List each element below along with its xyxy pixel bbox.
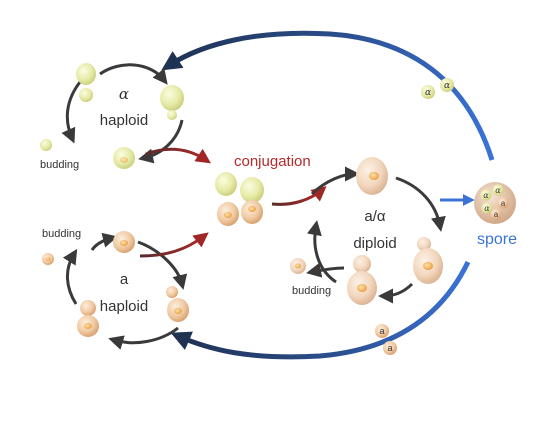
diploid-budding-label: budding	[292, 285, 331, 297]
released-alpha-label-1: α	[425, 88, 431, 98]
spore-to-a-arrow	[170, 260, 471, 360]
alpha-cycle-arrow-left	[61, 81, 82, 144]
conjugation-cell-pair	[215, 172, 264, 226]
diploid-cycle-arrow-bottom	[378, 282, 414, 304]
alpha-haploid-cell-right	[160, 85, 184, 120]
alpha-cycle-arrow-top	[99, 63, 168, 85]
diploid-budding-cell	[290, 258, 306, 274]
a-cycle-arrow-top	[137, 240, 188, 290]
alpha-budding-label: budding	[40, 159, 79, 171]
released-alpha-label-2: α	[444, 81, 450, 91]
diploid-cycle-arrow-top	[310, 166, 360, 196]
spore-label: spore	[477, 231, 517, 248]
a-budding-cell	[42, 253, 54, 265]
released-a-spores: a a	[375, 324, 397, 355]
released-a-label-1: a	[379, 326, 384, 336]
alpha-haploid-label: haploid	[100, 112, 148, 129]
alpha-haploid-cell-top	[76, 63, 96, 102]
alpha-cycle-arrow-right	[138, 119, 184, 164]
diploid-cell-right	[413, 237, 443, 284]
a-cycle-arrow-to-top	[90, 232, 118, 251]
a-type-label: a	[120, 271, 129, 288]
spore-alpha-label-3: α	[484, 204, 490, 213]
conjugation-to-diploid-arrow	[271, 186, 327, 206]
a-cycle-arrow-bottom	[108, 326, 179, 350]
a-haploid-cell-left	[77, 300, 99, 337]
a-budding-label: budding	[42, 228, 81, 240]
released-alpha-spores: α α	[421, 78, 454, 99]
diploid-cycle-arrow-right	[395, 176, 446, 232]
a-haploid-label: haploid	[100, 298, 148, 315]
diploid-type-label: a/α	[364, 208, 386, 225]
diploid-budding-arrow	[306, 262, 345, 278]
diploid-label: diploid	[353, 235, 396, 252]
released-a-label-2: a	[387, 343, 392, 353]
spore-ascus: α α α a a	[474, 182, 516, 224]
spore-a-label-1: a	[501, 199, 506, 208]
spore-alpha-label-2: α	[483, 191, 489, 200]
diploid-cycle-arrow-left	[307, 220, 337, 284]
a-to-conjugation-arrow	[139, 232, 209, 258]
alpha-budding-cell	[40, 139, 52, 151]
alpha-to-conjugation-arrow	[145, 147, 211, 164]
alpha-haploid-cell-bottom	[113, 147, 135, 169]
diploid-cell-top	[356, 157, 388, 195]
alpha-type-label: α	[119, 85, 129, 103]
a-haploid-cell-top	[113, 231, 135, 253]
spore-to-alpha-arrow	[161, 30, 495, 161]
spore-alpha-label-1: α	[495, 186, 501, 195]
a-haploid-cell-right	[166, 286, 189, 322]
a-cycle-arrow-left	[62, 248, 78, 305]
conjugation-label: conjugation	[234, 153, 311, 170]
spore-a-label-2: a	[494, 210, 499, 219]
diploid-cell-bottom	[347, 255, 377, 305]
